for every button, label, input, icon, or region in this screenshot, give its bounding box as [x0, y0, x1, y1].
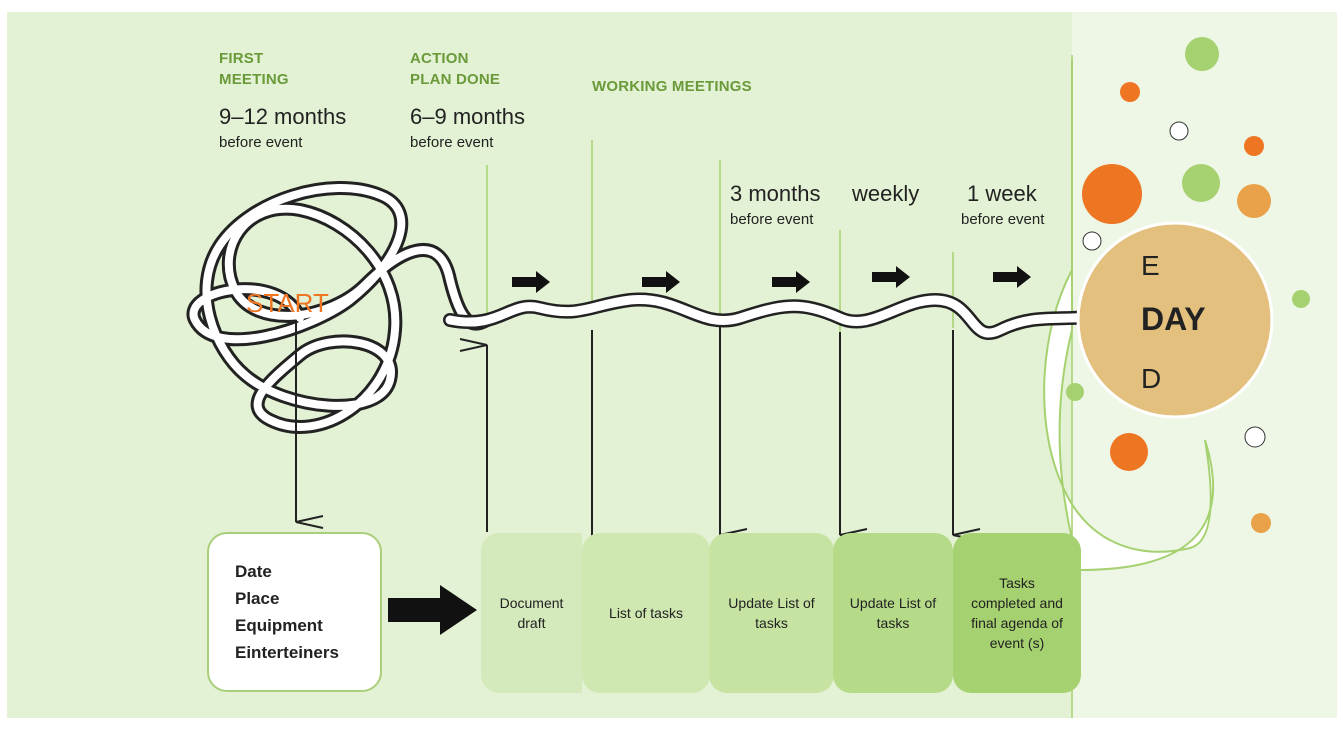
setup-item-date: Date [235, 562, 272, 581]
stage-box-list-of-tasks: List of tasks [582, 533, 710, 693]
stage-box-document-draft: Document draft [481, 533, 582, 693]
day-main-label: DAY [1141, 301, 1206, 337]
tangle-icon-inner [189, 184, 491, 431]
stage-label-update-list-2: Update List of tasks [849, 595, 937, 631]
stage-label-final-agenda: Tasks completed and final agenda of even… [971, 575, 1063, 651]
phase-working-meetings-label: WORKING MEETINGS [592, 78, 752, 95]
stage-box-final-agenda: Tasks completed and final agenda of even… [953, 533, 1081, 693]
day-bottom-letter: D [1141, 363, 1162, 394]
timing-weekly-value: weekly [852, 181, 920, 206]
decorative-dots [1066, 37, 1310, 533]
phase-first-meeting-note: before event [219, 134, 303, 151]
setup-item-entertainers: Einterteiners [235, 643, 339, 662]
phase-action-plan-range: 6–9 months [410, 104, 525, 129]
stage-label-list-of-tasks: List of tasks [609, 605, 683, 621]
flow-arrows [512, 266, 1031, 293]
phase-first-meeting-range: 9–12 months [219, 104, 347, 129]
phase-action-plan-label: ACTION PLAN DONE [410, 50, 501, 88]
swoosh-shape [1043, 60, 1215, 572]
timing-3-months-note: before event [730, 211, 814, 228]
timing-3-months-value: 3 months [730, 181, 821, 206]
day-circle [1076, 221, 1274, 419]
phase-first-meeting-label: FIRST MEETING [219, 50, 289, 88]
connector-arrows [295, 320, 981, 547]
phase-action-plan-note: before event [410, 134, 494, 151]
stage-box-update-list-2: Update List of tasks [833, 533, 953, 693]
stage-box-update-list-1: Update List of tasks [709, 533, 834, 693]
start-label: START [246, 288, 329, 318]
stage-label-update-list-1: Update List of tasks [728, 595, 815, 631]
big-right-arrow [388, 585, 477, 635]
timing-1-week-note: before event [961, 211, 1045, 228]
setup-item-equipment: Equipment [235, 616, 323, 635]
setup-details-box: Date Place Equipment Einterteiners [207, 532, 382, 692]
stage-label-document-draft: Document draft [499, 595, 564, 631]
timing-1-week-value: 1 week [967, 181, 1037, 206]
wavy-road [445, 295, 1115, 338]
day-top-letter: E [1141, 250, 1160, 281]
setup-item-place: Place [235, 589, 280, 608]
